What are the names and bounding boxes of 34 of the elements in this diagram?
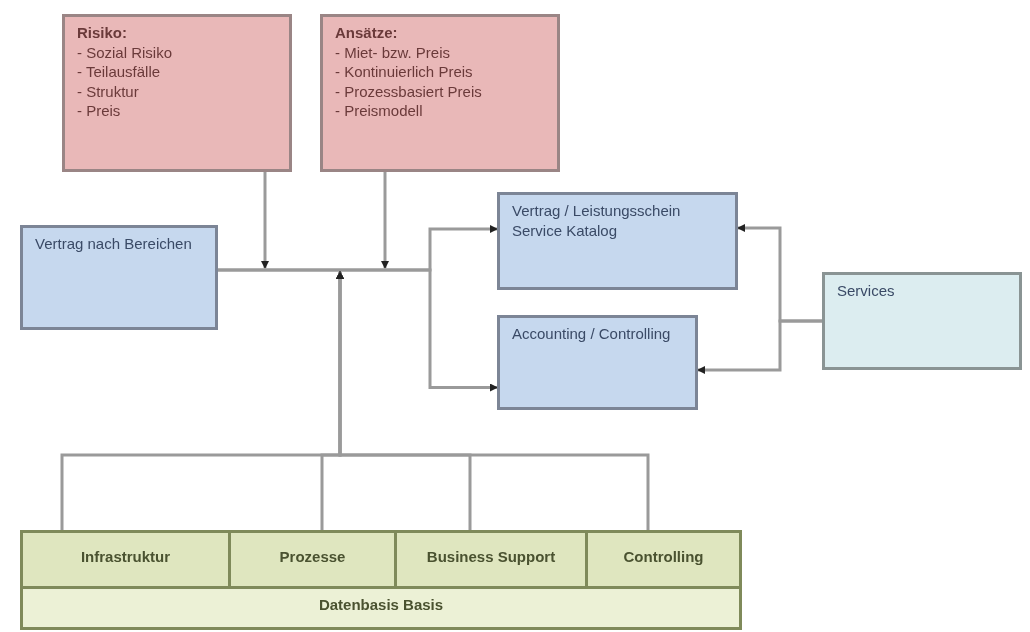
connector-arrow	[697, 319, 822, 374]
connector-arrow	[381, 172, 389, 269]
box-label: Vertrag / Leistungsschein Service Katalog	[512, 201, 682, 240]
box-label: Prozesse	[278, 547, 347, 567]
process-box	[497, 315, 698, 410]
process-box	[497, 192, 738, 290]
heading: Risiko:	[77, 23, 128, 43]
box-label: - Kontinuierlich Preis	[335, 62, 474, 82]
box-label: - Preis	[77, 101, 122, 121]
box-label: Vertrag nach Bereichen	[35, 234, 193, 254]
connector-arrow	[218, 268, 498, 392]
box-label: - Sozial Risiko	[77, 42, 174, 62]
heading: Ansätze:	[335, 23, 399, 43]
layer-cell	[231, 533, 397, 589]
box-label: Services	[837, 281, 896, 301]
box-label: - Teilausfälle	[77, 62, 162, 82]
box-label: - Struktur	[77, 81, 140, 101]
box-label: Infrastruktur	[79, 547, 172, 567]
layer-cell	[397, 533, 588, 589]
layer-label: Datenbasis Basis	[317, 595, 445, 615]
box-label: Accounting / Controlling	[512, 324, 672, 344]
note-box	[62, 14, 292, 172]
box-label: - Miet- bzw. Preis	[335, 42, 452, 62]
layer-cell	[23, 533, 231, 589]
layer-cell	[588, 533, 742, 589]
process-box	[822, 272, 1022, 370]
connector-arrow	[261, 172, 269, 269]
box-label: Business Support	[425, 547, 557, 567]
box-label: - Preismodell	[335, 101, 424, 121]
box-label: Controlling	[622, 547, 705, 567]
process-box	[20, 225, 218, 330]
base-layer-box	[20, 530, 742, 630]
box-label: - Prozessbasiert Preis	[335, 81, 483, 101]
note-box	[320, 14, 560, 172]
